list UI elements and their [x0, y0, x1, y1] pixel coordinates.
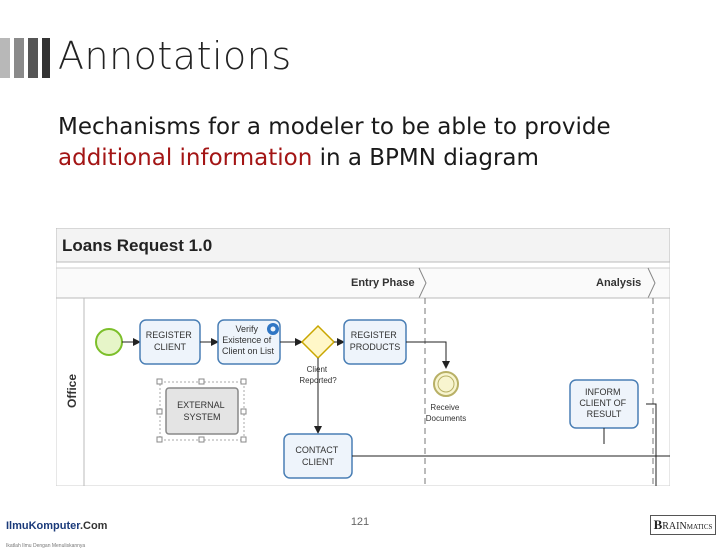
body-text-prefix: Mechanisms for a modeler to be able to p…: [58, 114, 611, 140]
slide-title: Annotations: [58, 34, 292, 78]
svg-text:EXTERNAL SYSTEM: EXTERNAL SYSTEM: [177, 400, 227, 422]
svg-text:REGISTER CLIENT: REGISTER CLIENT: [146, 330, 195, 352]
register-client-label-2: CLIENT: [154, 342, 187, 352]
page-number: 121: [350, 516, 370, 528]
register-products-label-2: PRODUCTS: [350, 342, 401, 352]
svg-text:Receive Documents: Receive Documents: [426, 403, 466, 423]
contact-client-label-2: CLIENT: [302, 457, 335, 467]
right-logo-initial: B: [653, 517, 663, 532]
left-logo-name: IlmuKomputer: [6, 520, 80, 532]
svg-text:Verify Existence of Cl: Verify Existence of Client on List: [222, 324, 275, 356]
verify-label-2: Existence of: [222, 335, 272, 345]
inform-client-label-1: INFORM: [585, 387, 621, 397]
register-client-label-1: REGISTER: [146, 330, 193, 340]
svg-text:CONTACT CLIENT: CONTACT CLIENT: [295, 445, 340, 467]
phase-analysis-chevron: [647, 267, 656, 299]
ilmukomputer-logo: IlmuKomputer.Com Ikatlah Ilmu Dengan Men…: [6, 516, 107, 552]
task-external-system: [165, 387, 239, 435]
verify-label-3: Client on List: [222, 346, 275, 356]
slide-body: Mechanisms for a modeler to be able to p…: [58, 112, 678, 174]
svg-text:INFORM CLIENT OF RESUL: INFORM CLIENT OF RESULT: [579, 387, 628, 419]
body-text-suffix: in a BPMN diagram: [312, 145, 539, 171]
inform-client-label-3: RESULT: [587, 409, 622, 419]
contact-client-label-1: CONTACT: [295, 445, 338, 455]
body-text-highlight: additional information: [58, 145, 313, 171]
svg-text:REGISTER PRODUCTS: REGISTER PRODUCTS: [350, 330, 401, 352]
bpmn-diagram: Loans Request 1.0 Entry Phase Analysis O…: [56, 228, 670, 486]
gateway-label-1: Client: [307, 365, 328, 374]
inform-client-label-2: CLIENT OF: [579, 398, 626, 408]
left-logo-suffix: .Com: [79, 520, 108, 532]
left-logo-tagline: Ikatlah Ilmu Dengan Menuliskannya: [6, 543, 86, 549]
event-label-1: Receive: [430, 403, 459, 412]
phase-analysis-label: Analysis: [596, 277, 641, 289]
phase-entry-chevron: [418, 267, 427, 299]
task-contact-client: [283, 433, 353, 479]
start-event: [95, 328, 123, 356]
external-system-label-1: EXTERNAL: [177, 400, 225, 410]
phase-entry-label: Entry Phase: [351, 277, 415, 289]
brainmatics-logo: BRAINMATICS: [650, 515, 716, 535]
right-logo-matics: MATICS: [686, 523, 713, 531]
register-products-label-1: REGISTER: [351, 330, 398, 340]
external-system-label-2: SYSTEM: [183, 412, 220, 422]
event-label-2: Documents: [426, 414, 466, 423]
diagram-title: Loans Request 1.0: [62, 236, 212, 255]
lane-label: Office: [65, 374, 79, 408]
verify-label-1: Verify: [235, 324, 258, 334]
title-decoration-bars: [0, 38, 50, 78]
right-logo-rain: RAIN: [662, 521, 687, 532]
